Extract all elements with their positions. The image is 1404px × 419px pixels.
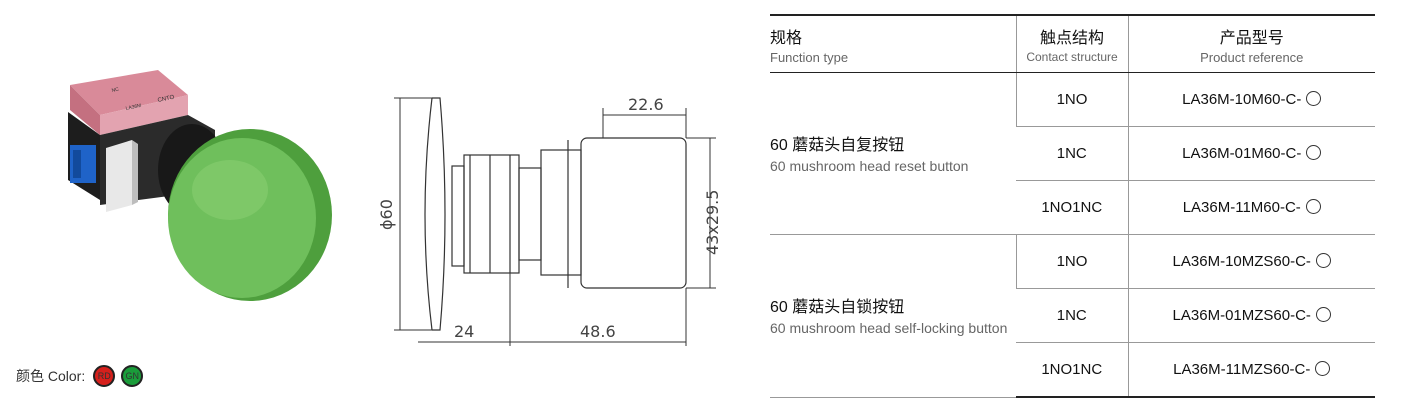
reference-cell: LA36M-10MZS60-C-	[1127, 234, 1375, 289]
option-circle-icon	[1305, 199, 1321, 214]
contact-cell: 1NO1NC	[1016, 342, 1128, 398]
color-options: 颜色 Color: RD GN	[16, 365, 149, 387]
dimension-body: 43x29.5	[703, 190, 722, 255]
color-green-swatch: GN	[121, 365, 144, 387]
color-label: 颜色 Color:	[16, 368, 86, 384]
brand-mark: CNTO	[157, 95, 175, 104]
reference-cell: LA36M-01M60-C-	[1127, 126, 1375, 181]
reference-cell: LA36M-10M60-C-	[1127, 72, 1375, 127]
table-row: 1NC LA36M-01M60-C-	[770, 126, 1375, 181]
reference-cell: LA36M-11MZS60-C-	[1127, 342, 1375, 398]
table-row: 1NO1NC LA36M-11MZS60-C-	[770, 342, 1375, 398]
dimension-drawing: ϕ60 43x29.5 22.6 24 48.6	[377, 95, 722, 346]
dimension-head: 24	[454, 322, 474, 341]
contact-cell: 1NO	[1015, 72, 1128, 127]
table-row: 1NO1NC LA36M-11M60-C-	[770, 180, 1375, 235]
dimension-diameter: ϕ60	[377, 199, 396, 230]
product-photo: CNTO LA36M NC	[68, 70, 332, 301]
dimension-length: 48.6	[580, 322, 616, 341]
dimension-width: 22.6	[628, 95, 664, 114]
contact-mark: NC	[111, 87, 120, 94]
option-circle-icon	[1306, 145, 1322, 160]
contact-cell: 1NO	[1015, 234, 1128, 289]
reference-cell: LA36M-01MZS60-C-	[1127, 288, 1375, 343]
table-row: 1NC LA36M-01MZS60-C-	[770, 288, 1375, 343]
option-circle-icon	[1315, 307, 1331, 322]
color-red-swatch: RD	[93, 365, 116, 387]
contact-cell: 1NC	[1016, 288, 1128, 343]
contact-cell: 1NO1NC	[1016, 180, 1128, 235]
option-circle-icon	[1306, 91, 1322, 106]
model-mark: LA36M	[125, 103, 142, 112]
option-circle-icon	[1315, 253, 1331, 268]
option-circle-icon	[1315, 361, 1331, 376]
contact-cell: 1NC	[1016, 126, 1128, 181]
reference-cell: LA36M-11M60-C-	[1127, 180, 1375, 235]
